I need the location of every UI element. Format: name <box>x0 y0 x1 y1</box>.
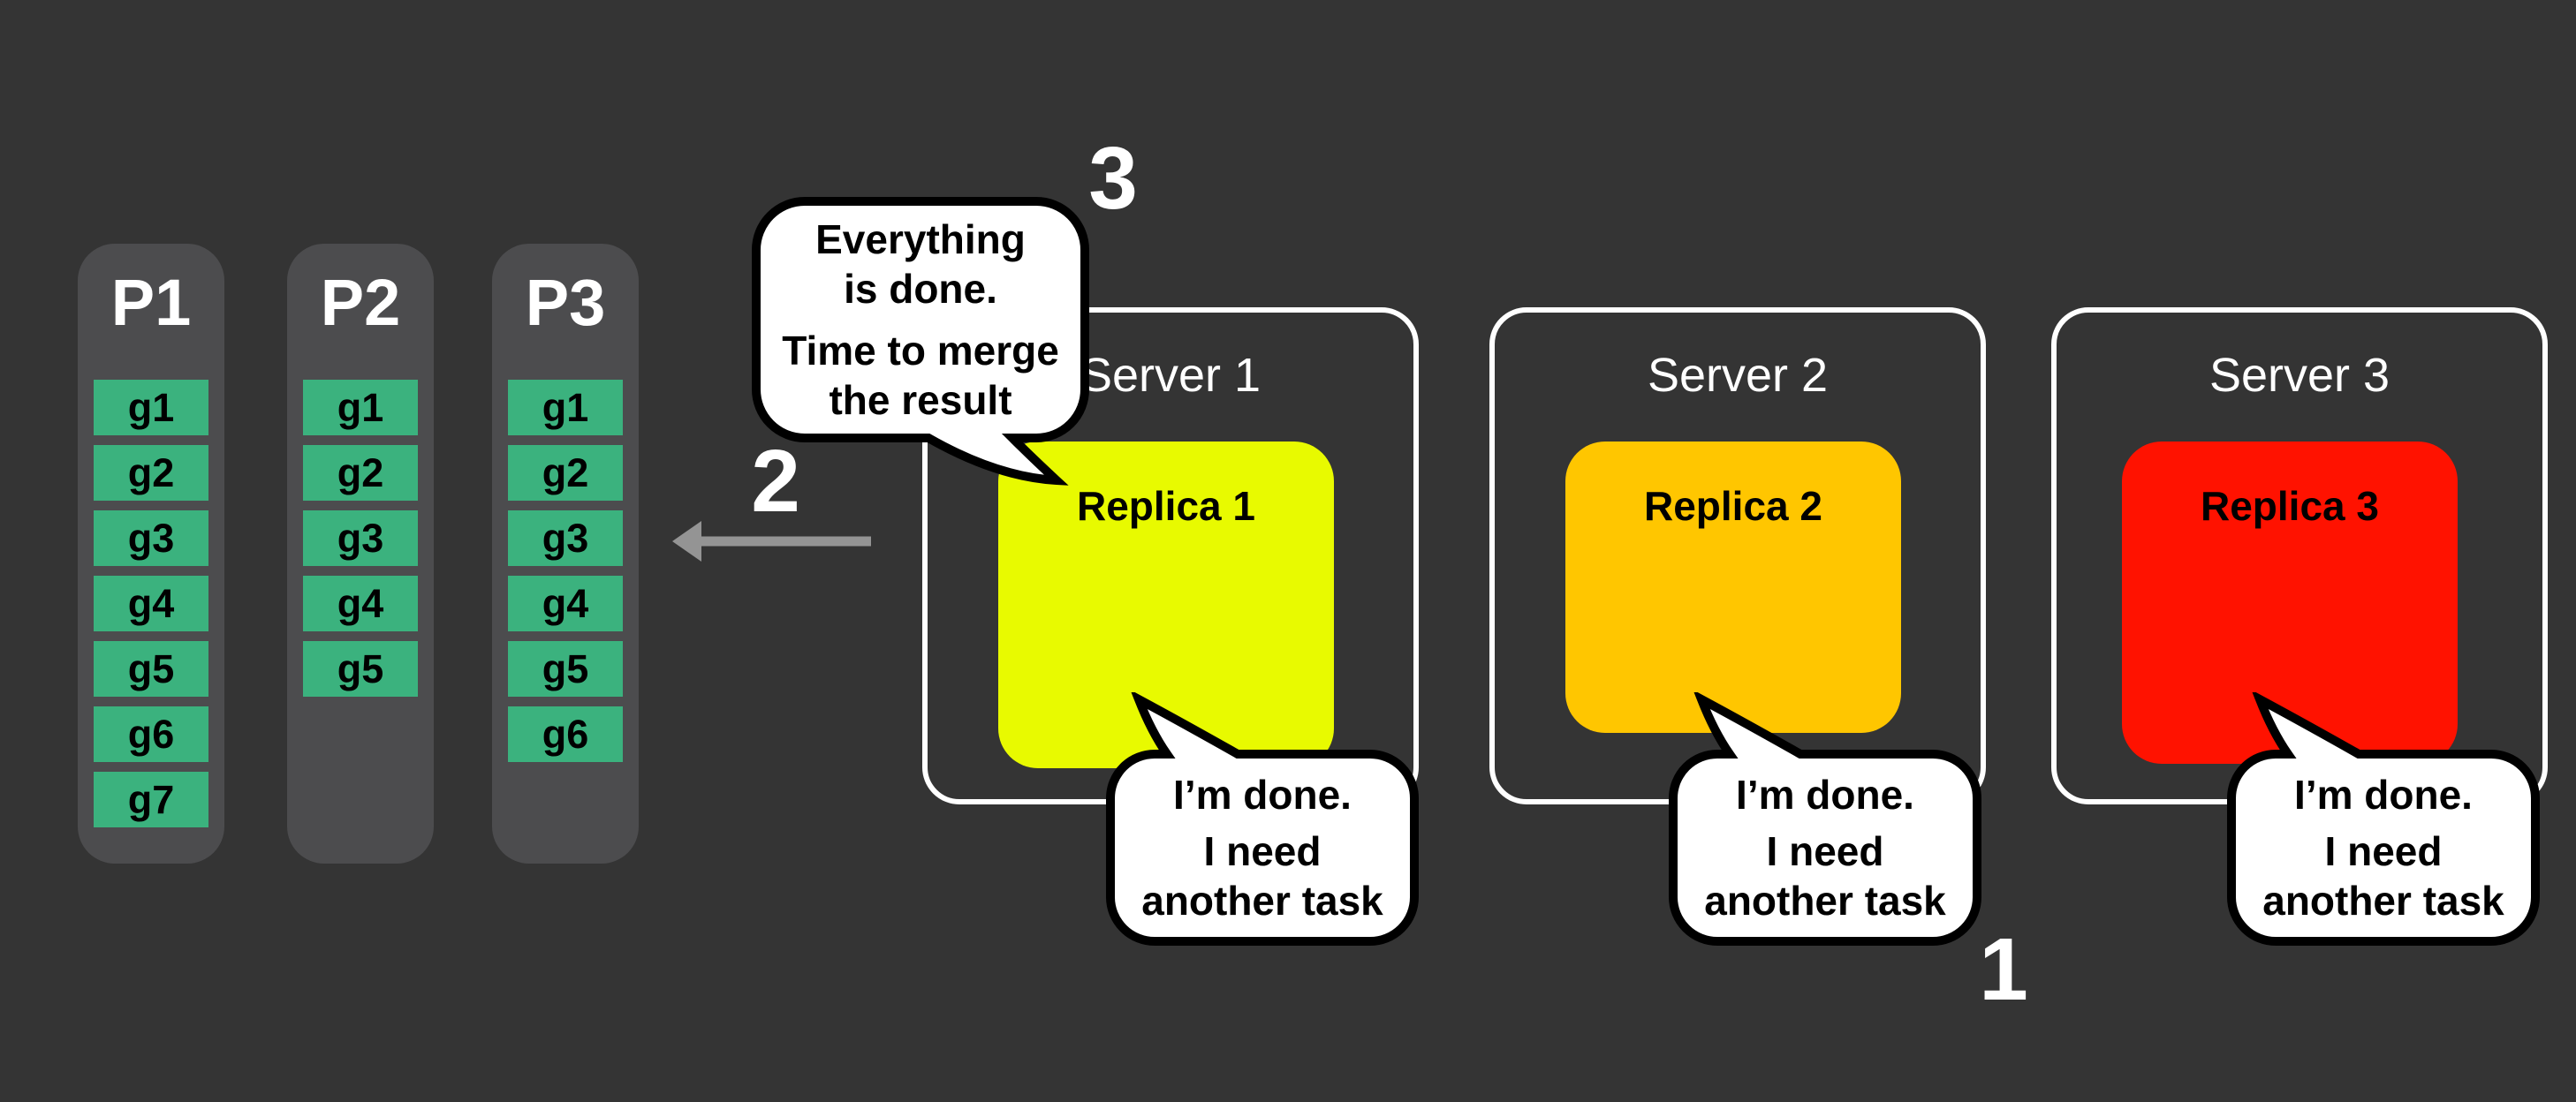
task-cell: g6 <box>508 706 623 762</box>
done-speech-text-1: I’m done. I need another task <box>1141 772 1383 924</box>
replica-2: Replica 2 <box>1565 442 1901 733</box>
partition-column-p3: P3 g1 g2 g3 g4 g5 g6 <box>492 244 639 864</box>
partition-title: P2 <box>320 266 401 339</box>
partition-column-p2: P2 g1 g2 g3 g4 g5 <box>287 244 434 864</box>
partition-title: P3 <box>525 266 606 339</box>
task-cell: g1 <box>508 380 623 435</box>
task-cell: g1 <box>303 380 418 435</box>
task-cell-list: g1 g2 g3 g4 g5 g6 g7 <box>94 380 208 837</box>
server-1-title: Server 1 <box>1080 349 1261 402</box>
task-cell: g5 <box>303 641 418 697</box>
step-2-label: 2 <box>751 432 800 531</box>
done-speech-bubble-2 <box>1669 692 1981 946</box>
task-cell: g2 <box>303 445 418 501</box>
done-speech-text-3: I’m done. I need another task <box>2262 772 2504 924</box>
task-cell: g4 <box>303 576 418 631</box>
done-speech-bubble-1 <box>1106 692 1419 946</box>
task-cell-list: g1 g2 g3 g4 g5 g6 <box>508 380 623 772</box>
step-1-label: 1 <box>1979 920 2028 1019</box>
replica-3: Replica 3 <box>2122 442 2458 764</box>
replica-2-title: Replica 2 <box>1644 483 1822 529</box>
partition-column-p1: P1 g1 g2 g3 g4 g5 g6 g7 <box>78 244 224 864</box>
task-cell: g4 <box>508 576 623 631</box>
task-cell: g3 <box>508 510 623 566</box>
task-cell: g6 <box>94 706 208 762</box>
task-cell: g4 <box>94 576 208 631</box>
task-cell: g5 <box>94 641 208 697</box>
step-3-label: 3 <box>1088 129 1138 228</box>
server-2-title: Server 2 <box>1647 349 1829 402</box>
done-speech-bubble-3 <box>2227 692 2540 946</box>
task-cell: g2 <box>508 445 623 501</box>
task-cell: g5 <box>508 641 623 697</box>
task-cell: g3 <box>303 510 418 566</box>
task-cell: g7 <box>94 772 208 827</box>
replica-1-title: Replica 1 <box>1077 483 1255 529</box>
merge-direction-arrow <box>672 521 871 562</box>
merge-speech-text: Everything is done. Time to merge the re… <box>782 216 1059 423</box>
replica-3-title: Replica 3 <box>2201 483 2379 529</box>
server-3-title: Server 3 <box>2209 349 2390 402</box>
partition-title: P1 <box>110 266 192 339</box>
merge-speech-bubble <box>752 197 1089 486</box>
task-cell-list: g1 g2 g3 g4 g5 <box>303 380 418 706</box>
task-cell: g3 <box>94 510 208 566</box>
done-speech-text-2: I’m done. I need another task <box>1704 772 1946 924</box>
task-cell: g2 <box>94 445 208 501</box>
task-cell: g1 <box>94 380 208 435</box>
